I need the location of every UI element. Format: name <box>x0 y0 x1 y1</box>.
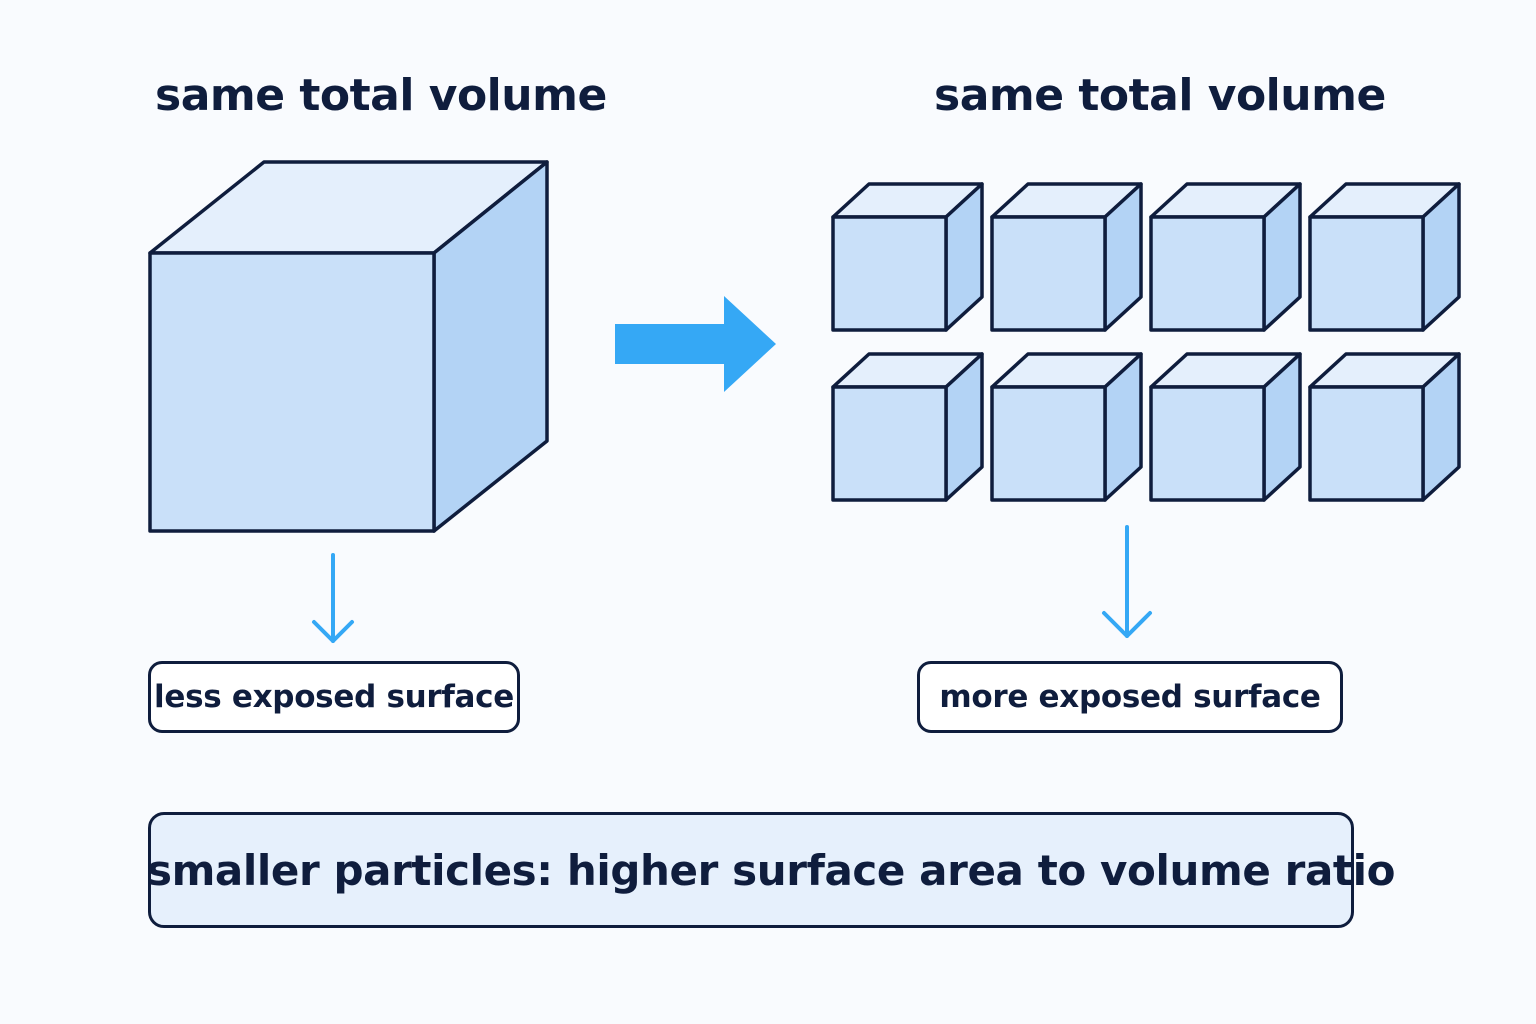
small-cube <box>1149 182 1302 332</box>
transform-arrow-icon <box>615 296 776 392</box>
right-down-arrow-icon <box>1102 525 1152 638</box>
small-cube-front-face <box>990 215 1107 332</box>
small-cube-front-face <box>1149 215 1266 332</box>
small-cubes-grid <box>831 182 1461 502</box>
left-down-arrow-icon <box>312 553 354 643</box>
right-heading: same total volume <box>934 70 1386 121</box>
small-cube-front-face <box>1149 385 1266 502</box>
left-heading: same total volume <box>155 70 607 121</box>
summary-box: smaller particles: higher surface area t… <box>147 812 1395 928</box>
small-cube <box>1149 352 1302 502</box>
small-cube <box>831 352 984 502</box>
small-cube <box>990 182 1143 332</box>
large-cube-front-face <box>148 251 436 533</box>
summary-text: smaller particles: higher surface area t… <box>146 845 1396 895</box>
more-exposed-surface-label: more exposed surface <box>917 661 1343 733</box>
small-cube-front-face <box>1308 385 1425 502</box>
small-cube <box>990 352 1143 502</box>
less-exposed-surface-label: less exposed surface <box>148 661 520 733</box>
large-cube <box>148 160 549 533</box>
small-cube-front-face <box>831 215 948 332</box>
small-cube <box>1308 182 1461 332</box>
small-cube-front-face <box>1308 215 1425 332</box>
small-cube-front-face <box>831 385 948 502</box>
small-cube <box>831 182 984 332</box>
small-cube <box>1308 352 1461 502</box>
small-cube-front-face <box>990 385 1107 502</box>
